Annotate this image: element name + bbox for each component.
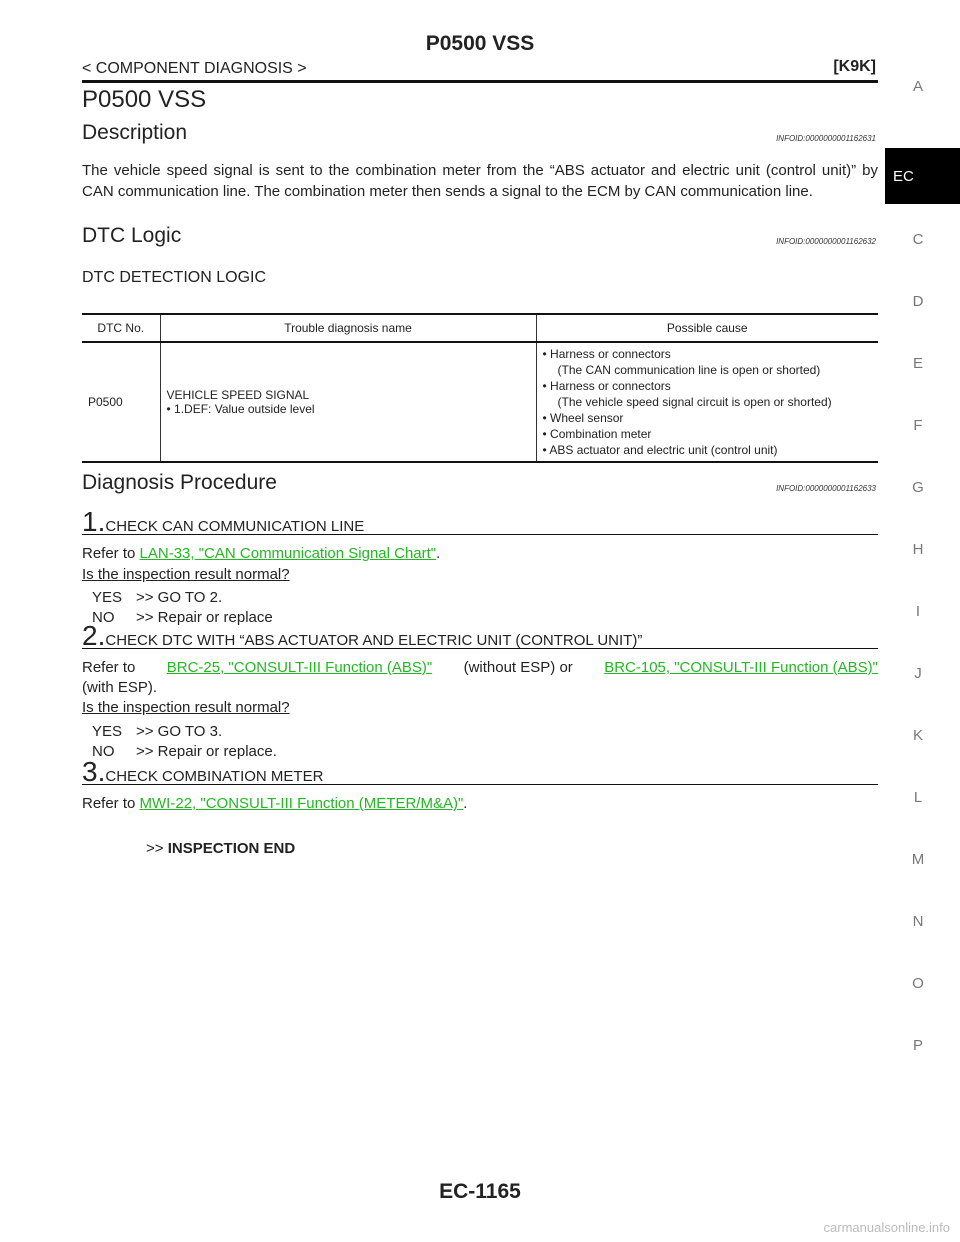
period: . — [463, 795, 468, 812]
step-3-reference: Refer to MWI-22, "CONSULT-III Function (… — [82, 794, 878, 814]
yes-label: YES — [92, 589, 123, 606]
step-2-question: Is the inspection result normal? — [82, 699, 290, 716]
section-breadcrumb: < COMPONENT DIAGNOSIS > — [82, 60, 307, 77]
step-2-reference: Refer to BRC-25, "CONSULT-III Function (… — [82, 658, 878, 698]
refer-to-text: Refer to — [82, 659, 136, 676]
side-tab-f[interactable]: F — [913, 417, 923, 434]
end-arrow: >> — [146, 840, 164, 857]
step-title: CHECK COMBINATION METER — [105, 768, 324, 785]
step-number: 3. — [82, 756, 106, 787]
side-tab-c[interactable]: C — [912, 231, 924, 248]
procedure-infoid: INFOID:0000000001162633 — [776, 484, 876, 493]
cause-item: • Combination meter — [542, 427, 652, 441]
dtc-table: DTC No. Trouble diagnosis name Possible … — [82, 313, 878, 463]
side-tab-m[interactable]: M — [911, 851, 925, 868]
description-heading: Description — [82, 121, 188, 144]
diagnosis-name-line: VEHICLE SPEED SIGNAL — [166, 388, 310, 402]
dtc-detection-logic-subheading: DTC DETECTION LOGIC — [82, 269, 267, 286]
side-tab-l[interactable]: L — [913, 789, 923, 806]
side-tab-o[interactable]: O — [912, 975, 924, 992]
page-title: P0500 VSS — [82, 86, 207, 113]
page-number: EC-1165 — [439, 1180, 521, 1203]
with-esp-text: (with ESP). — [82, 679, 158, 696]
brc-105-link[interactable]: BRC-105, "CONSULT-III Function (ABS)" — [604, 659, 878, 676]
side-tab-h[interactable]: H — [912, 541, 924, 558]
dtc-logic-infoid: INFOID:0000000001162632 — [776, 237, 876, 246]
watermark: carmanualsonline.info — [823, 1220, 950, 1235]
end-text: INSPECTION END — [167, 840, 296, 857]
cause-item: • Wheel sensor — [542, 411, 624, 425]
step-1-answers: YES >> GO TO 2. NO >> Repair or replace — [92, 588, 273, 628]
no-label: NO — [92, 743, 115, 760]
step-number: 1. — [82, 506, 106, 537]
column-header: Trouble diagnosis name — [159, 313, 537, 343]
brc-25-link[interactable]: BRC-25, "CONSULT-III Function (ABS)" — [166, 659, 433, 676]
running-title: P0500 VSS — [425, 32, 535, 55]
cause-item: • Harness or connectors — [542, 347, 671, 361]
column-header: Possible cause — [535, 313, 878, 343]
without-esp-text: (without ESP) or — [463, 659, 573, 676]
step-1-reference: Refer to LAN-33, "CAN Communication Sign… — [82, 544, 878, 564]
step-1-header: 1.CHECK CAN COMMUNICATION LINE — [82, 506, 878, 537]
period: . — [436, 545, 441, 562]
inspection-end: >> INSPECTION END — [146, 840, 295, 857]
side-tab-p[interactable]: P — [912, 1037, 923, 1054]
no-action: >> Repair or replace. — [136, 743, 277, 760]
step-3-header: 3.CHECK COMBINATION METER — [82, 756, 878, 787]
side-tab-g[interactable]: G — [912, 479, 924, 496]
side-tab-d[interactable]: D — [912, 293, 924, 310]
trouble-diagnosis-name: VEHICLE SPEED SIGNAL • 1.DEF: Value outs… — [159, 342, 537, 463]
side-tab-i[interactable]: I — [915, 603, 921, 620]
procedure-heading: Diagnosis Procedure — [82, 471, 277, 494]
lan-33-link[interactable]: LAN-33, "CAN Communication Signal Chart" — [139, 545, 437, 562]
dtc-logic-heading: DTC Logic — [82, 224, 182, 247]
side-tab-j[interactable]: J — [914, 665, 922, 682]
diagnosis-name-line: • 1.DEF: Value outside level — [166, 402, 315, 416]
column-header: DTC No. — [82, 313, 161, 343]
step-2-answers: YES >> GO TO 3. NO >> Repair or replace. — [92, 722, 277, 762]
refer-to-text: Refer to — [82, 545, 140, 562]
step-1-question: Is the inspection result normal? — [82, 566, 290, 583]
cause-detail: (The vehicle speed signal circuit is ope… — [557, 395, 832, 409]
side-tab-k[interactable]: K — [912, 727, 923, 744]
side-tab-a[interactable]: A — [912, 78, 923, 95]
cause-detail: (The CAN communication line is open or s… — [557, 363, 821, 377]
step-title: CHECK CAN COMMUNICATION LINE — [105, 518, 365, 535]
yes-action: >> GO TO 3. — [136, 723, 223, 740]
description-infoid: INFOID:0000000001162631 — [776, 134, 876, 143]
step-2-header: 2.CHECK DTC WITH “ABS ACTUATOR AND ELECT… — [82, 620, 878, 651]
description-text: The vehicle speed signal is sent to the … — [82, 162, 878, 200]
refer-to-text: Refer to — [82, 795, 140, 812]
possible-cause-list: • Harness or connectors (The CAN communi… — [535, 342, 878, 463]
step-title: CHECK DTC WITH “ABS ACTUATOR AND ELECTRI… — [105, 632, 643, 649]
mwi-22-link[interactable]: MWI-22, "CONSULT-III Function (METER/M&A… — [139, 795, 464, 812]
no-label: NO — [92, 609, 115, 626]
side-tab-e[interactable]: E — [912, 355, 923, 372]
cause-item: • Harness or connectors — [542, 379, 671, 393]
side-tab-n[interactable]: N — [912, 913, 924, 930]
step-number: 2. — [82, 620, 106, 651]
side-tab-ec-active[interactable]: EC — [885, 148, 960, 204]
yes-label: YES — [92, 723, 123, 740]
table-row: P0500 VEHICLE SPEED SIGNAL • 1.DEF: Valu… — [82, 342, 878, 463]
engine-code: [K9K] — [833, 58, 876, 75]
header-divider — [82, 80, 878, 83]
no-action: >> Repair or replace — [136, 609, 273, 626]
dtc-number: P0500 — [82, 342, 161, 463]
table-header-row: DTC No. Trouble diagnosis name Possible … — [82, 313, 878, 343]
yes-action: >> GO TO 2. — [136, 589, 223, 606]
cause-item: • ABS actuator and electric unit (contro… — [542, 443, 778, 457]
